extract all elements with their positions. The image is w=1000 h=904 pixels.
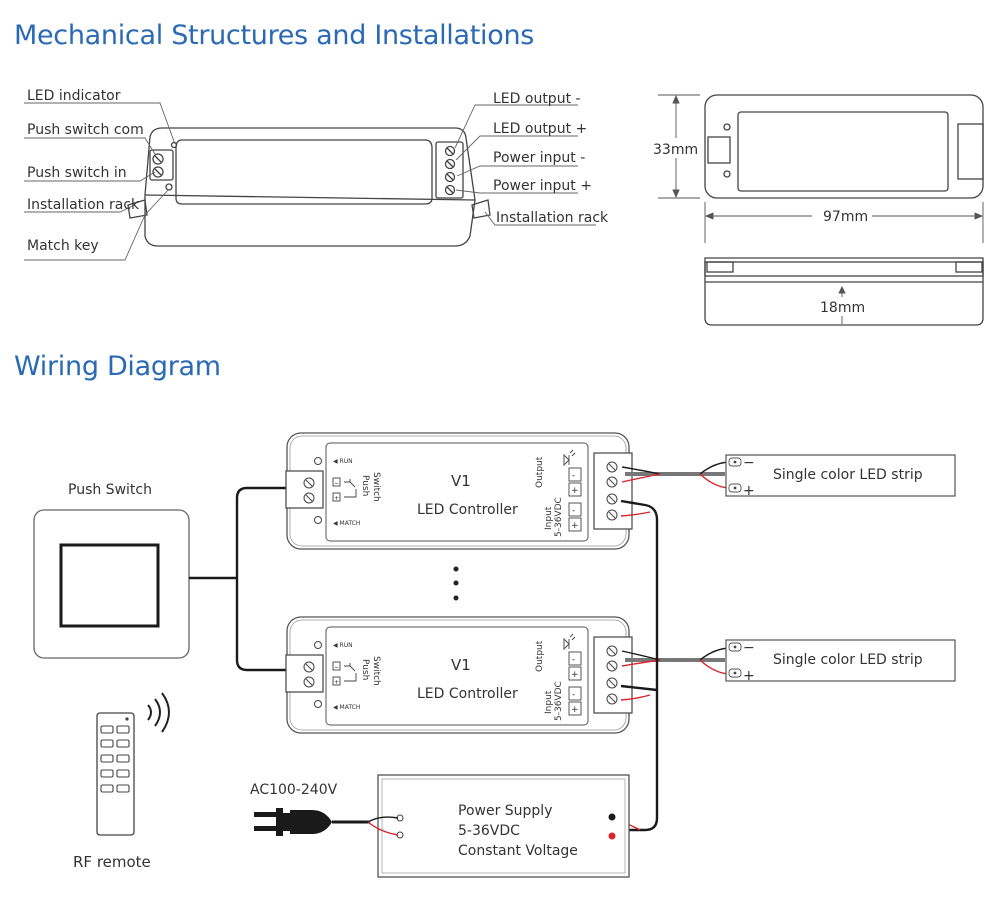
ac-cable (332, 816, 399, 836)
sw-minus-symbol: − (334, 480, 339, 487)
power-supply (377, 774, 630, 878)
switch-label-1: Switch (371, 472, 381, 502)
more-controllers-dots (453, 566, 459, 601)
led-strip-label-1: Single color LED strip (773, 467, 923, 483)
sw-minus-symbol-2: − (334, 664, 339, 671)
strip-minus-1: − (743, 455, 755, 471)
term-plus-1b: + (571, 521, 579, 531)
label-installation-rack-left: Installation rack (27, 197, 140, 213)
model-label-2: V1 (451, 656, 471, 674)
ac-voltage-label: AC100-240V (250, 782, 338, 798)
push-switch-label: Push Switch (68, 482, 152, 498)
push-switch (33, 509, 190, 659)
push-label-2: Push (360, 659, 370, 680)
controller-name-2: LED Controller (417, 686, 518, 702)
output-label-2: Output (535, 640, 545, 672)
label-push-switch-com: Push switch com (27, 122, 144, 138)
label-power-input-minus: Power input - (493, 150, 585, 166)
switch-label-2: Switch (371, 656, 381, 686)
label-push-switch-in: Push switch in (27, 165, 127, 181)
sw-plus-symbol: + (334, 495, 339, 502)
rf-remote-label: RF remote (73, 853, 151, 871)
controller-name-1: LED Controller (417, 502, 518, 518)
strip-minus-2: − (743, 640, 755, 656)
label-led-output-plus: LED output + (493, 121, 587, 137)
mechanical-heading: Mechanical Structures and Installations (14, 20, 535, 51)
led-strip-1 (725, 454, 956, 497)
led-strip-2 (725, 639, 956, 682)
wiring-heading: Wiring Diagram (14, 351, 221, 382)
wireless-signal-icon (147, 692, 170, 733)
led-strip-label-2: Single color LED strip (773, 652, 923, 668)
controller-1: ◀ RUN ◀ MATCH − + Push Switch V1 LED Con… (285, 432, 633, 550)
run-label-2: ◀ RUN (333, 642, 353, 649)
label-power-input-plus: Power input + (493, 178, 592, 194)
dim-height: 33mm (653, 142, 698, 158)
label-led-indicator: LED indicator (27, 88, 121, 104)
sw-plus-symbol-2: + (334, 679, 339, 686)
input-voltage-2: 5-36VDC (554, 681, 564, 721)
power-supply-line-1: Power Supply (458, 803, 553, 819)
label-installation-rack-right: Installation rack (496, 210, 609, 226)
power-supply-line-3: Constant Voltage (458, 843, 578, 859)
power-feed-wires (611, 499, 659, 832)
power-supply-line-2: 5-36VDC (458, 823, 520, 839)
callout-lines (24, 102, 596, 261)
top-view-drawing (704, 94, 984, 199)
dim-length: 97mm (823, 209, 868, 225)
strip-plus-1: + (743, 483, 755, 499)
term-minus-2a: - (572, 655, 575, 665)
output-label-1: Output (535, 456, 545, 488)
term-plus-2b: + (571, 705, 579, 715)
term-minus-1a: - (572, 471, 575, 481)
push-label-1: Push (360, 475, 370, 496)
side-view-drawing (704, 257, 984, 326)
input-voltage-1: 5-36VDC (554, 497, 564, 537)
dim-thickness: 18mm (820, 300, 865, 316)
input-label-2: Input (544, 690, 554, 714)
push-switch-wires (189, 486, 302, 672)
ac-plug-icon (254, 808, 332, 836)
match-label-2: ◀ MATCH (333, 704, 360, 711)
run-label: ◀ RUN (333, 458, 353, 465)
term-minus-1b: - (572, 506, 575, 516)
controller-product-drawing (127, 127, 491, 247)
strip-plus-2: + (743, 668, 755, 684)
term-minus-2b: - (572, 690, 575, 700)
dimension-lines (658, 94, 984, 324)
input-label-1: Input (544, 506, 554, 530)
term-plus-2a: + (571, 670, 579, 680)
label-match-key: Match key (27, 238, 99, 254)
rf-remote (96, 712, 135, 836)
term-plus-1a: + (571, 486, 579, 496)
led-strip-cables (621, 461, 732, 675)
label-led-output-minus: LED output - (493, 91, 581, 107)
match-label: ◀ MATCH (333, 520, 360, 527)
model-label-1: V1 (451, 472, 471, 490)
controller-2: ◀ RUN ◀ MATCH − + Push Switch V1 LED Con… (285, 616, 633, 734)
